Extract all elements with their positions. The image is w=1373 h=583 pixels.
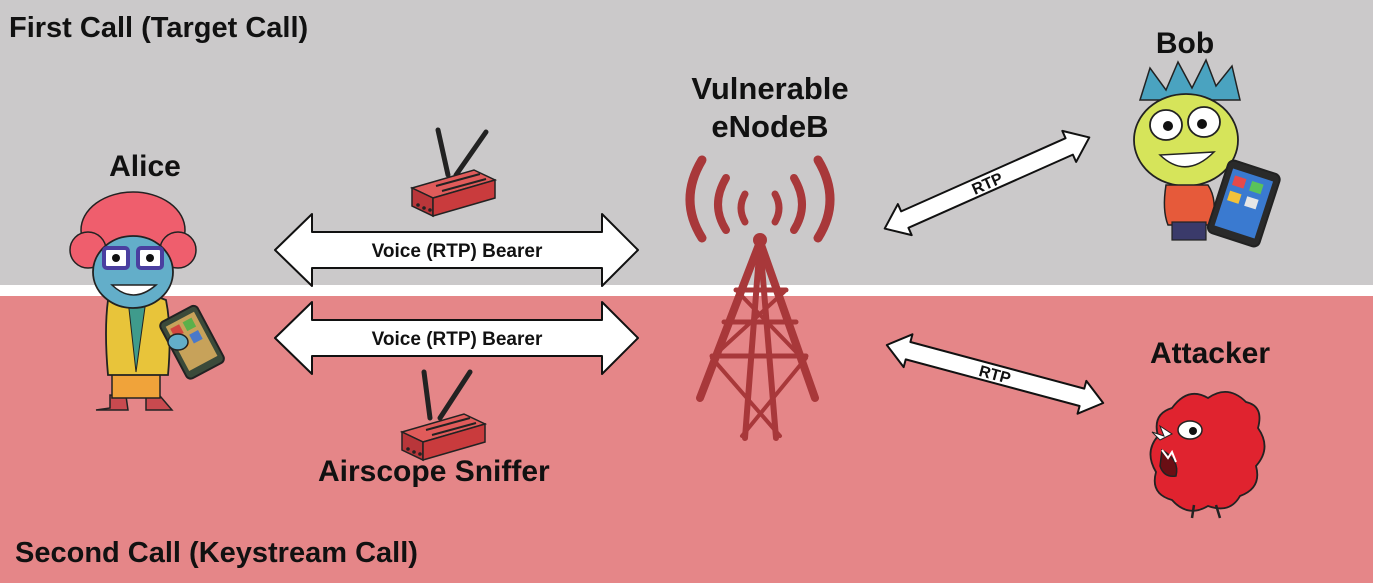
bob-rtp-arrow	[883, 129, 1091, 237]
top-bearer-label: Voice (RTP) Bearer	[372, 241, 543, 262]
bob-label: Bob	[1155, 27, 1215, 60]
attacker-rtp-arrow	[885, 333, 1105, 415]
band-divider	[0, 285, 1373, 296]
second-call-title: Second Call (Keystream Call)	[15, 537, 418, 569]
attacker-figure	[1149, 391, 1266, 519]
top-bearer-arrow	[274, 213, 639, 287]
attacker-label: Attacker	[1149, 337, 1271, 370]
second-call-band	[0, 296, 1373, 583]
bottom-bearer-arrow	[274, 301, 639, 375]
enodeb-label-line1: Vulnerable	[691, 71, 849, 106]
attacker-rtp-label: RTP	[977, 363, 1013, 388]
airscope-sniffer-label: Airscope Sniffer	[318, 455, 550, 488]
airscope-sniffer-icon	[399, 369, 488, 462]
enodeb-label: Vulnerable eNodeB	[660, 70, 880, 146]
enodeb-label-line2: eNodeB	[711, 109, 829, 144]
bob-figure	[1133, 58, 1281, 248]
first-call-title: First Call (Target Call)	[9, 12, 309, 44]
alice-figure	[69, 191, 225, 411]
bob-rtp-label: RTP	[970, 170, 1006, 199]
enodeb-tower-icon	[685, 155, 835, 441]
bottom-bearer-label: Voice (RTP) Bearer	[372, 329, 543, 350]
sniffer-device-icon	[409, 127, 498, 218]
alice-label: Alice	[109, 150, 181, 183]
